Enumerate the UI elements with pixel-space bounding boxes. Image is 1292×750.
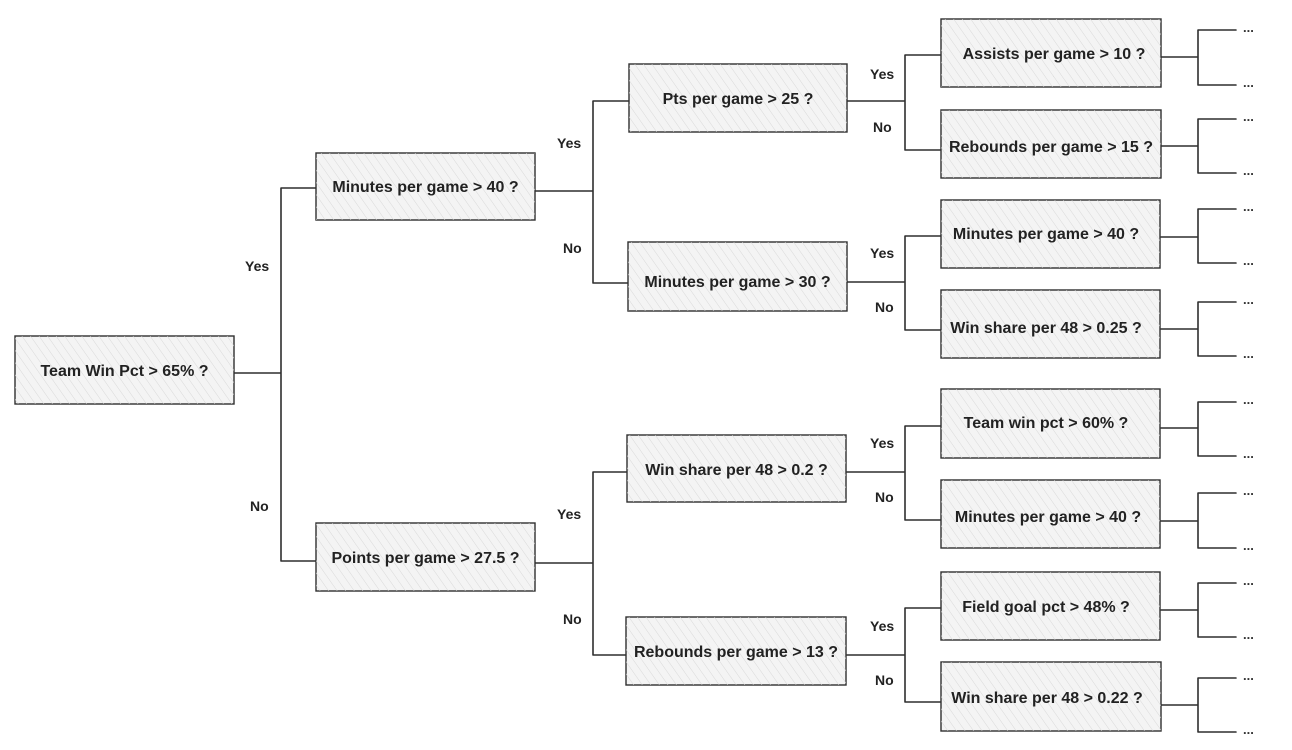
edge-label-yes: Yes (870, 66, 894, 82)
connector-l1-yes (534, 100, 631, 284)
leaf-ellipsis: ... (1243, 722, 1254, 737)
tree-node: Points per game > 27.5 ? (315, 522, 536, 592)
tree-node: Team win pct > 60% ? (940, 388, 1161, 459)
tree-node: Assists per game > 10 ? (940, 18, 1162, 88)
node-label: Points per game > 27.5 ? (331, 550, 519, 567)
connector-l2-2 (846, 235, 942, 331)
node-label: Rebounds per game > 15 ? (949, 139, 1153, 156)
edge-label-yes: Yes (870, 618, 894, 634)
tree-node: Minutes per game > 40 ? (315, 152, 536, 221)
connector-l3-6 (1160, 492, 1237, 549)
tree-node: Minutes per game > 40 ? (940, 479, 1161, 549)
node-label: Minutes per game > 40 ? (332, 179, 518, 196)
tree-node: Pts per game > 25 ? (628, 63, 848, 133)
tree-node: Win share per 48 > 0.2 ? (626, 434, 847, 503)
leaf-ellipsis: ... (1243, 573, 1254, 588)
tree-node: Win share per 48 > 0.22 ? (940, 661, 1162, 732)
tree-node: Rebounds per game > 13 ? (625, 616, 847, 686)
edge-label-no: No (250, 498, 269, 514)
leaf-ellipsis: ... (1243, 538, 1254, 553)
tree-node-root: Team Win Pct > 65% ? (14, 335, 235, 405)
connector-l3-1 (1160, 29, 1237, 86)
edge-label-no: No (563, 611, 582, 627)
connector-l2-4 (846, 607, 942, 703)
edge-label-yes: Yes (557, 506, 581, 522)
node-label: Team Win Pct > 65% ? (40, 363, 208, 380)
edge-label-yes: Yes (870, 245, 894, 261)
leaf-ellipsis: ... (1243, 668, 1254, 683)
leaf-ellipsis: ... (1243, 483, 1254, 498)
edge-labels: Yes No Yes No Yes No Yes No Yes No Yes N… (245, 66, 894, 688)
connector-l3-4 (1160, 301, 1237, 357)
node-label: Minutes per game > 40 ? (955, 509, 1141, 526)
connector-l2-3 (846, 425, 942, 521)
node-label: Rebounds per game > 13 ? (634, 644, 838, 661)
edge-label-no: No (875, 489, 894, 505)
connector-l3-8 (1160, 677, 1237, 733)
node-label: Minutes per game > 30 ? (644, 274, 830, 291)
edge-label-no: No (563, 240, 582, 256)
leaf-ellipsis: ... (1243, 109, 1254, 124)
leaf-ellipsis: ... (1243, 627, 1254, 642)
node-label: Field goal pct > 48% ? (962, 599, 1130, 616)
leaf-ellipsis: ... (1243, 392, 1254, 407)
connector-root (233, 187, 317, 562)
connector-l3-2 (1160, 118, 1237, 174)
edge-label-yes: Yes (557, 135, 581, 151)
edge-label-yes: Yes (870, 435, 894, 451)
connector-l3-5 (1160, 401, 1237, 457)
tree-node: Minutes per game > 40 ? (940, 199, 1161, 269)
leaf-ellipsis: ... (1243, 163, 1254, 178)
leaf-ellipsis: ... (1243, 253, 1254, 268)
nodes: Team Win Pct > 65% ? Minutes per game > … (14, 18, 1162, 732)
edge-label-yes: Yes (245, 258, 269, 274)
edge-label-no: No (873, 119, 892, 135)
node-label: Minutes per game > 40 ? (953, 226, 1139, 243)
node-label: Assists per game > 10 ? (963, 46, 1146, 63)
connector-l2-1 (846, 54, 942, 151)
leaf-ellipsis: ... (1243, 199, 1254, 214)
connectors (233, 29, 1237, 733)
leaf-ellipsis: ... (1243, 446, 1254, 461)
tree-node: Field goal pct > 48% ? (940, 571, 1161, 641)
node-label: Pts per game > 25 ? (663, 91, 814, 108)
leaf-ellipsis: ... (1243, 292, 1254, 307)
tree-node: Minutes per game > 30 ? (627, 241, 848, 312)
edge-label-no: No (875, 299, 894, 315)
connector-l1-no (534, 471, 628, 656)
node-label: Win share per 48 > 0.2 ? (645, 462, 828, 479)
leaf-ellipsis: ... (1243, 20, 1254, 35)
node-label: Team win pct > 60% ? (964, 415, 1129, 432)
connector-l3-7 (1160, 582, 1237, 638)
tree-node: Rebounds per game > 15 ? (940, 109, 1162, 179)
leaf-ellipsis: ... (1243, 75, 1254, 90)
node-label: Win share per 48 > 0.25 ? (950, 320, 1142, 337)
edge-label-no: No (875, 672, 894, 688)
leaf-labels: ... ... ... ... ... ... ... ... ... ... … (1243, 20, 1254, 737)
connector-l3-3 (1160, 208, 1237, 264)
node-label: Win share per 48 > 0.22 ? (951, 690, 1143, 707)
leaf-ellipsis: ... (1243, 346, 1254, 361)
tree-node: Win share per 48 > 0.25 ? (940, 289, 1161, 359)
